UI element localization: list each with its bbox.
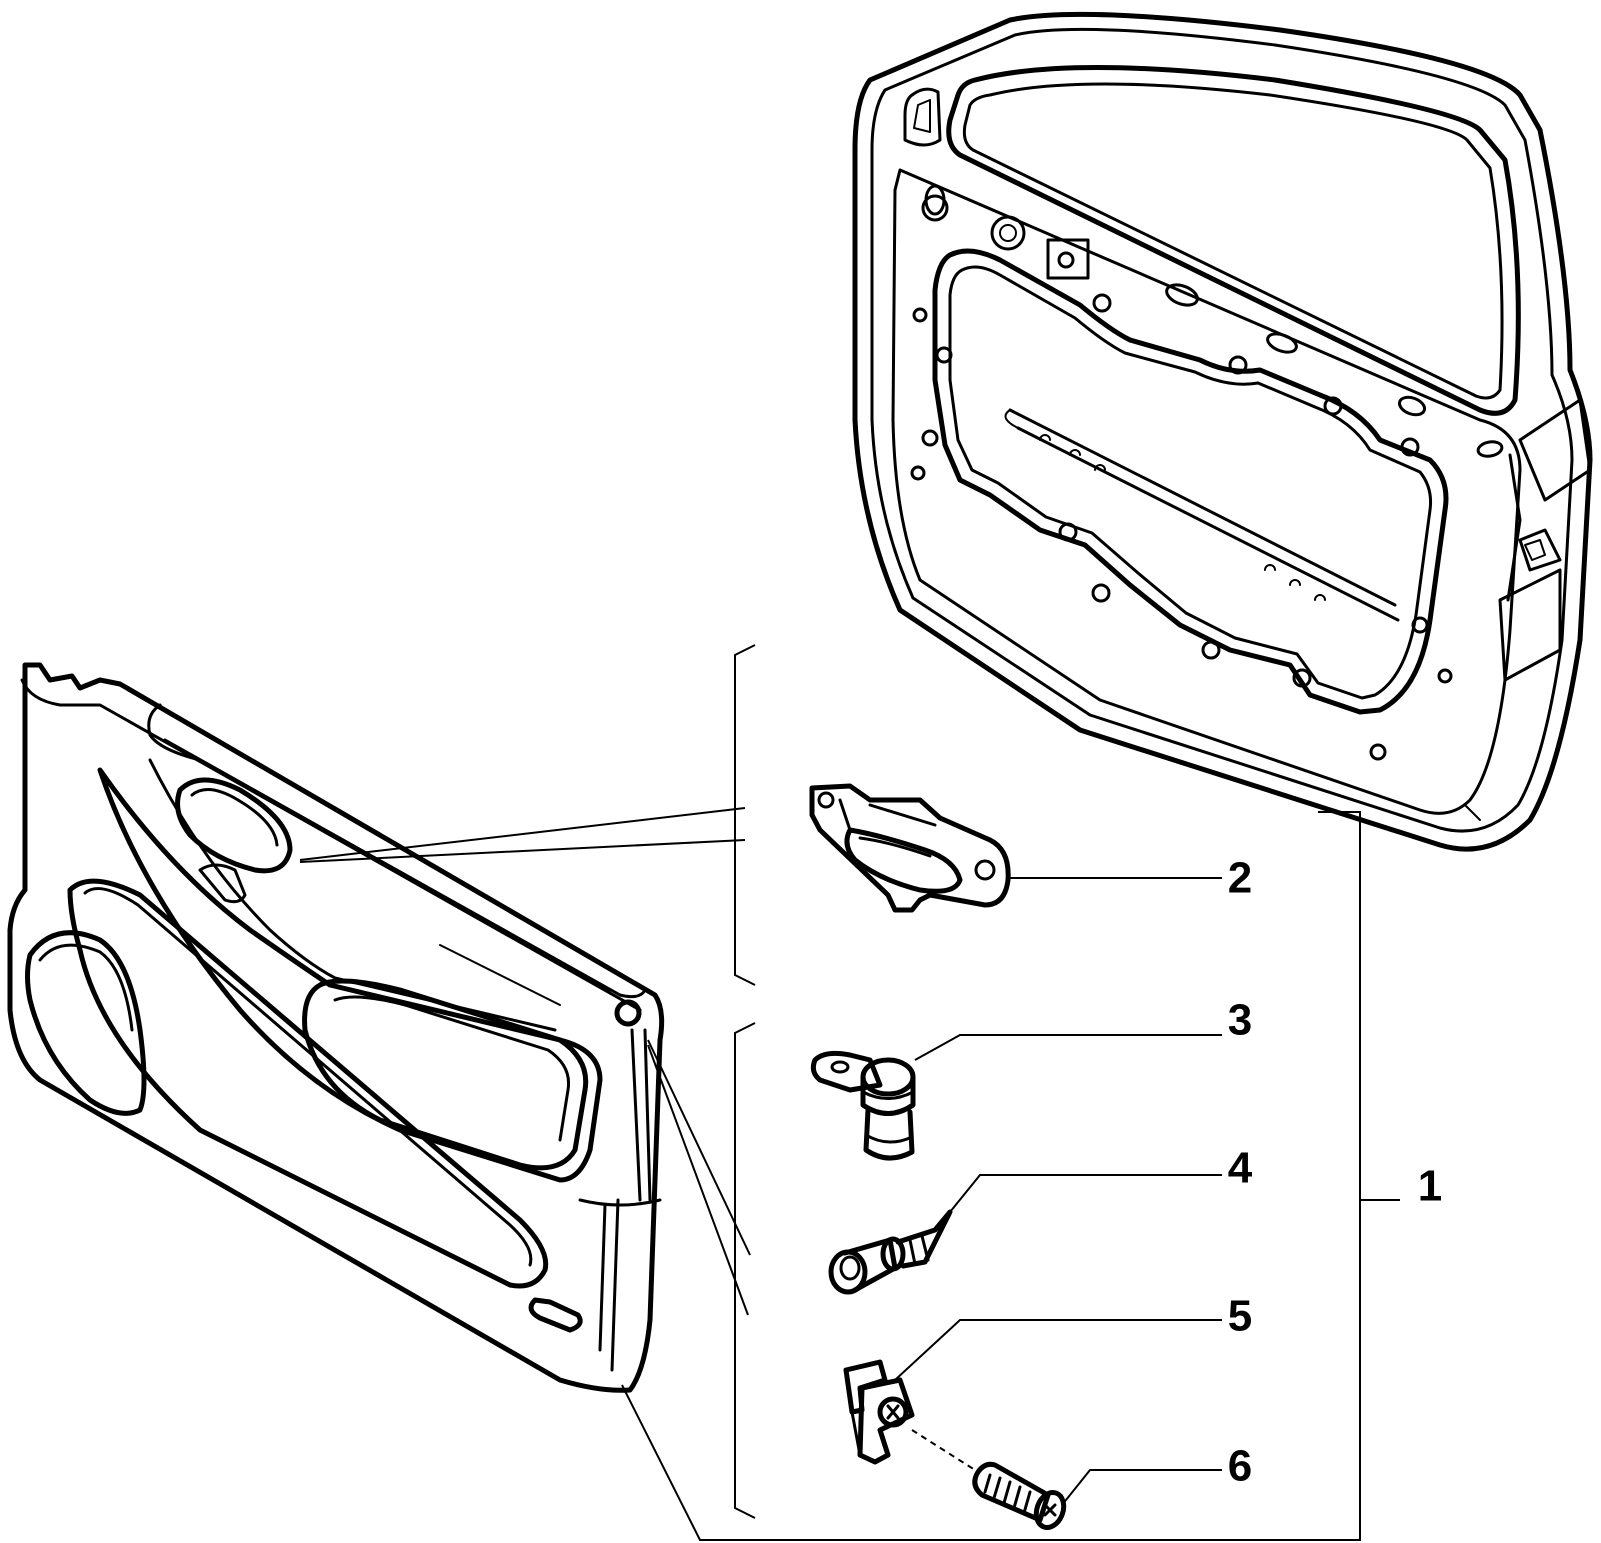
leader-3 (914, 1034, 1222, 1061)
callout-2: 2 (1228, 854, 1252, 903)
bracket-group-left (734, 644, 756, 1519)
part-2-handle-bracket (809, 783, 1011, 913)
part-5-cage-nut (843, 1359, 915, 1465)
part-6-screw (972, 1461, 1067, 1530)
leader-4 (949, 1174, 1222, 1213)
door-shell (852, 11, 1593, 852)
part-3-fastener-clip (810, 1050, 916, 1161)
callout-3: 3 (1228, 996, 1252, 1045)
callout-4: 4 (1228, 1144, 1253, 1193)
leader-lines (299, 807, 751, 1316)
door-trim-panel (7, 662, 665, 1393)
leader-5 (894, 1319, 1222, 1381)
leader-6 (1061, 1469, 1222, 1506)
bracket-group-right (621, 811, 1400, 1541)
callout-6: 6 (1228, 1442, 1252, 1491)
callout-5: 5 (1228, 1292, 1252, 1341)
callout-1: 1 (1418, 1162, 1442, 1211)
part-4-push-pin (828, 1209, 953, 1295)
leader-5-to-6 (911, 1429, 976, 1471)
